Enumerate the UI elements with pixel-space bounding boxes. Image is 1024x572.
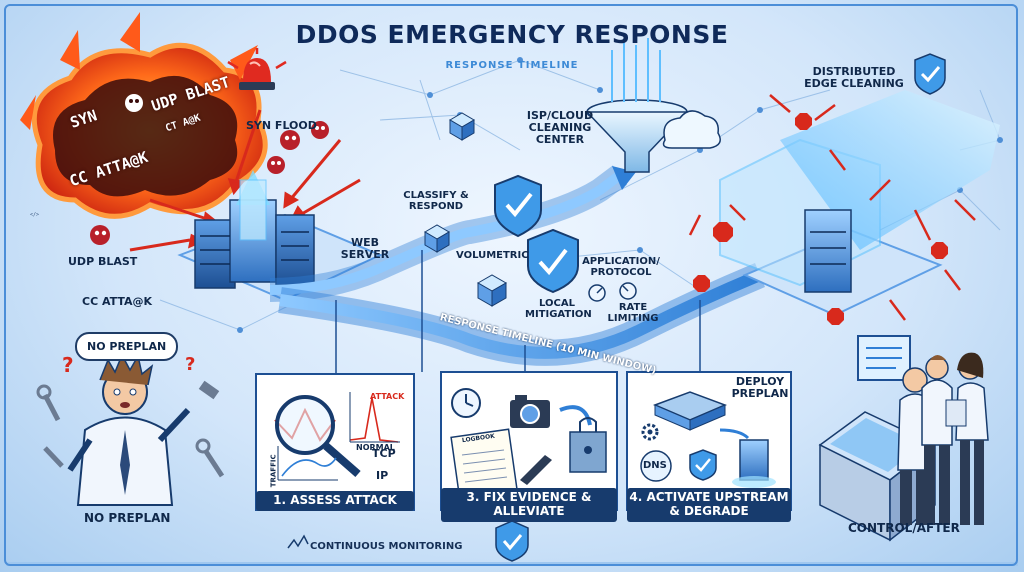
page-subtitle: RESPONSE TIMELINE <box>445 60 579 71</box>
no-preplan-bubble: NO PREPLAN <box>75 332 179 361</box>
panel-upstream <box>626 371 792 511</box>
stopwatch-icon <box>451 388 481 418</box>
shield-check-icon <box>494 53 946 562</box>
panel-evidence <box>440 371 618 511</box>
panel3-caption: 3. FIX EVIDENCE & ALLEVIATE <box>441 488 617 522</box>
panel4-dns-label: DNS <box>643 460 667 471</box>
panel1-traffic-label: TRAFFIC <box>269 454 278 488</box>
label-web-server: WEB SERVER <box>340 236 390 262</box>
label-syn-flood: SYN FLOOD <box>246 119 317 132</box>
label-app-protocol: APPLICATION/ PROTOCOL <box>582 256 660 278</box>
panel4-caption: 4. ACTIVATE UPSTREAM & DEGRADE <box>627 488 791 522</box>
label-no-preplan: NO PREPLAN <box>84 511 171 525</box>
page-title: DDOS EMERGENCY RESPONSE <box>295 20 729 49</box>
camera-icon <box>510 395 550 428</box>
edge-cleaning-gateway <box>719 90 1000 317</box>
label-udp-blast: UDP BLAST <box>68 255 138 268</box>
gear-icon <box>641 423 659 441</box>
attack-arrows <box>129 109 361 252</box>
title-banner: DDOS EMERGENCY RESPONSE RESPONSE TIMELIN… <box>292 16 732 72</box>
panel1-ip-label: IP <box>376 469 389 482</box>
label-volumetric: VOLUMETRIC <box>456 250 529 261</box>
label-edge-cleaning: DISTRIBUTED EDGE CLEANING <box>804 65 904 91</box>
response-team <box>897 352 989 525</box>
siren-icon <box>227 48 287 90</box>
monitor-icon <box>857 335 911 381</box>
panel-assess <box>255 373 415 511</box>
panel1-caption: 1. ASSESS ATTACK <box>256 491 414 511</box>
label-cc-attack: CC ATTA@K <box>82 295 153 308</box>
attack-cloud <box>20 12 268 219</box>
svg-text:?: ? <box>185 354 195 375</box>
label-isp-cleaning-center: ISP/CLOUD CLEANING CENTER <box>526 109 594 147</box>
skull-icon <box>90 94 329 245</box>
code-snippet: </> <box>30 212 61 218</box>
panel1-attack-label: ATTACK <box>370 392 405 401</box>
label-classify-respond: CLASSIFY & RESPOND <box>403 190 469 212</box>
monitoring-icon <box>287 534 309 549</box>
border-frame <box>4 4 1018 566</box>
padlock-icon <box>569 417 607 473</box>
panel1-tcp-label: TCP <box>372 447 396 460</box>
panel-connectors <box>335 250 701 374</box>
label-rate-limiting: RATE LIMITING <box>607 302 659 324</box>
funnel-icon <box>585 38 721 173</box>
label-control-after: CONTROL/AFTER <box>848 521 960 535</box>
timeline-road-lower-core <box>279 269 763 359</box>
stressed-person <box>36 353 225 506</box>
question-mark-icon: ? ? <box>62 353 195 377</box>
data-cubes <box>424 112 508 307</box>
stop-sign-icon <box>693 113 948 325</box>
server-icon <box>194 170 315 289</box>
panel1-normal-label: NORMAL <box>356 443 395 452</box>
svg-text:?: ? <box>62 353 74 377</box>
clipboard-icon <box>450 428 518 498</box>
label-continuous-monitoring: CONTINUOUS MONITORING <box>310 541 463 552</box>
panel4-deploy-label: DEPLOY PREPLAN <box>731 375 789 401</box>
label-local-mitigation: LOCAL MITIGATION <box>525 298 592 320</box>
rate-gauge-icon <box>588 282 637 302</box>
timeline-road-upper-core <box>269 171 623 295</box>
blocked-traffic-arrows <box>688 94 976 321</box>
